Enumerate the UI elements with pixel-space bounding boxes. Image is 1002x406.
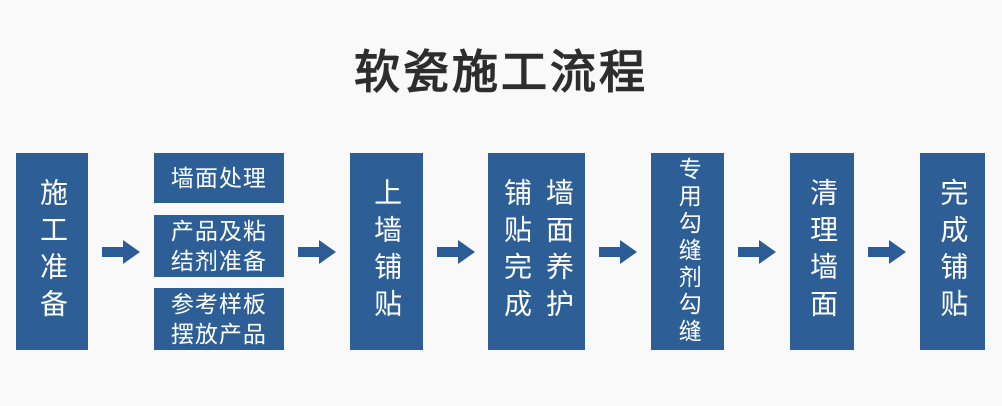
- arrow-right-icon: [436, 239, 475, 264]
- step-label: 施工准备: [37, 177, 68, 326]
- page-title: 软瓷施工流程: [354, 46, 648, 98]
- arrow-right-icon: [867, 239, 906, 264]
- substep-sample-board-placement: 参考样板 摆放产品: [153, 288, 284, 350]
- process-flow: 施工准备 墙面处理 产品及粘 结剂准备 参考样板 摆放产品 上墙铺贴: [16, 153, 985, 350]
- step-preparation-stack: 墙面处理 产品及粘 结剂准备 参考样板 摆放产品: [153, 153, 284, 350]
- substep-label: 产品及粘 结剂准备: [170, 217, 267, 274]
- arrow-right-icon: [738, 239, 777, 264]
- step-label-columns: 铺贴完成 墙面养护: [500, 177, 574, 326]
- step-pasting-finished: 完成铺贴: [919, 153, 985, 350]
- step-construction-preparation: 施工准备: [16, 153, 88, 350]
- step-label: 专用勾缝剂勾缝: [675, 157, 702, 346]
- step-special-jointing-agent: 专用勾缝剂勾缝: [651, 153, 725, 350]
- step-paste-complete-wall-curing: 铺贴完成 墙面养护: [488, 153, 586, 350]
- step-label: 完成铺贴: [937, 177, 969, 326]
- step-clean-wall: 清理墙面: [790, 153, 855, 350]
- substep-label: 墙面处理: [170, 165, 267, 191]
- step-label-column: 铺贴完成: [500, 177, 532, 326]
- step-wall-pasting: 上墙铺贴: [349, 153, 423, 350]
- step-label: 上墙铺贴: [371, 177, 403, 326]
- arrow-right-icon: [101, 239, 140, 264]
- arrow-right-icon: [297, 239, 336, 264]
- arrow-right-icon: [599, 239, 638, 264]
- flowchart-page: 软瓷施工流程 施工准备 墙面处理 产品及粘 结剂准备 参考样板 摆放产品 上墙铺…: [0, 0, 1002, 350]
- step-label-column: 墙面养护: [542, 177, 574, 326]
- substep-wall-treatment: 墙面处理: [153, 153, 284, 203]
- substep-label: 参考样板 摆放产品: [170, 291, 267, 347]
- step-label: 清理墙面: [807, 177, 839, 326]
- substep-product-adhesive-preparation: 产品及粘 结剂准备: [153, 214, 284, 277]
